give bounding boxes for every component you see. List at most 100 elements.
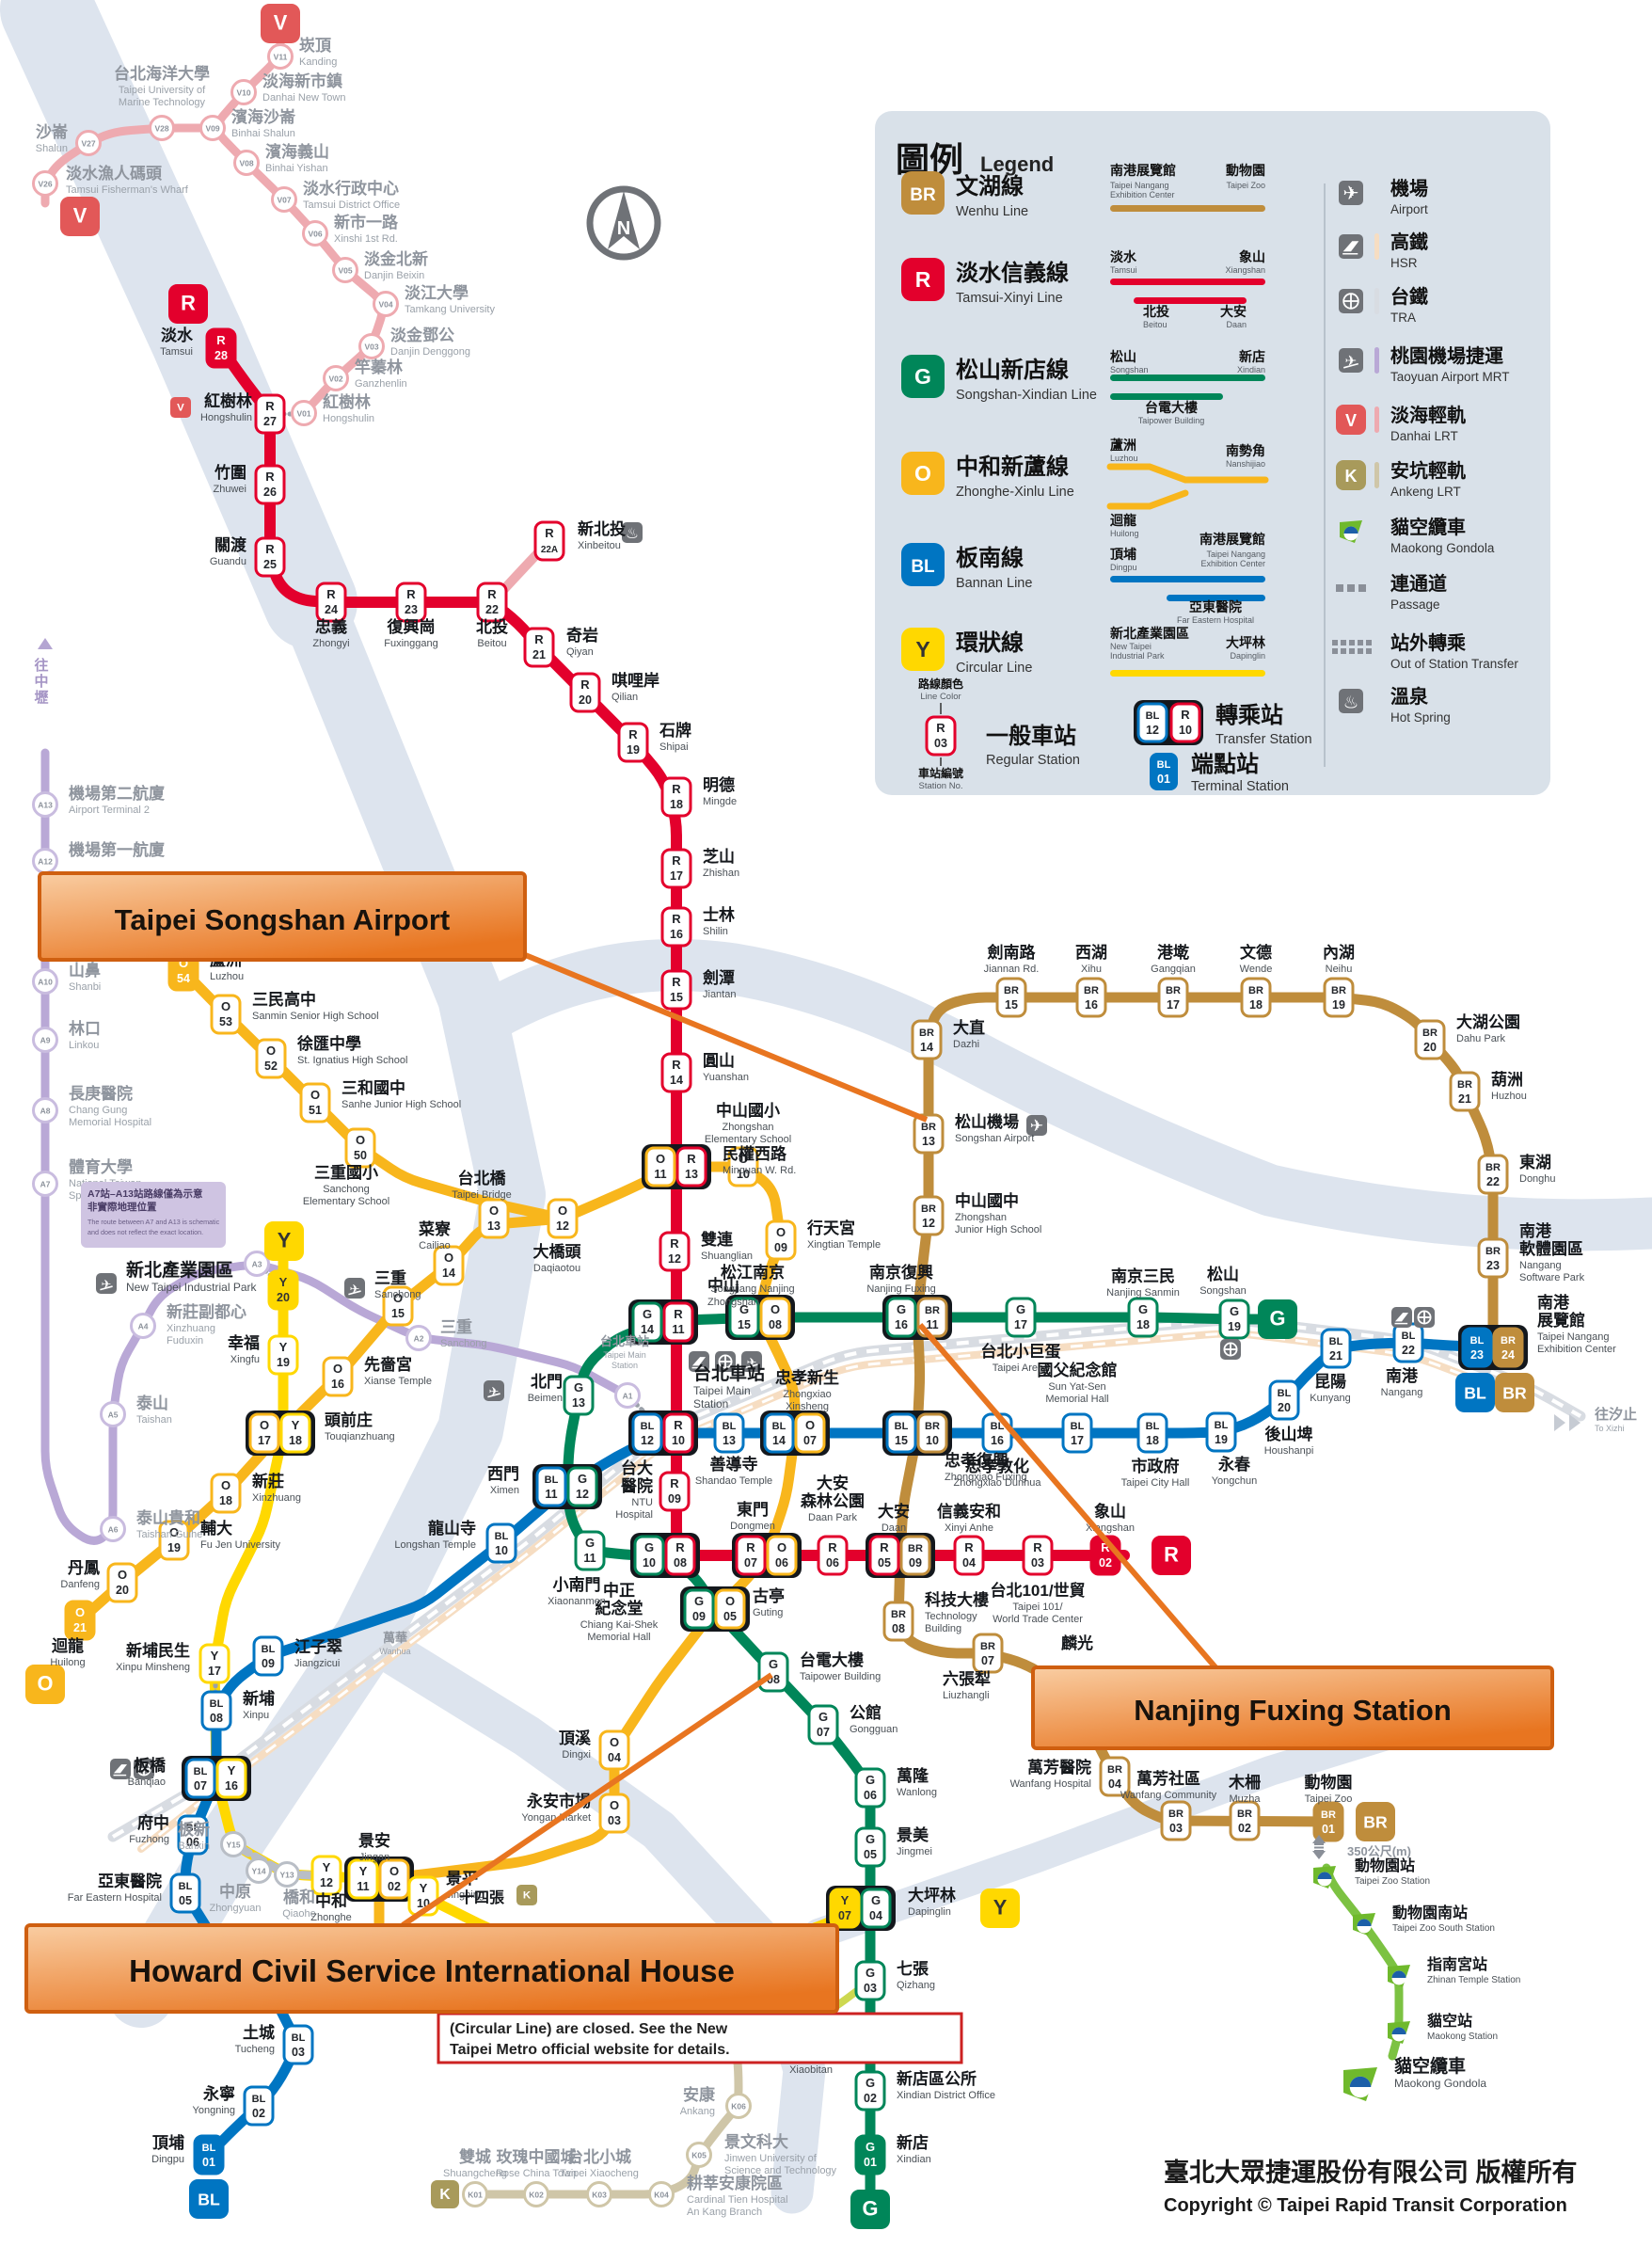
station-cell-BL05: [169, 1872, 201, 1914]
station-label-zh: 南港軟體園區: [1519, 1221, 1583, 1258]
station-cell-BR02: [1229, 1800, 1261, 1841]
station-G01: G01: [854, 2134, 886, 2175]
svg-text:G: G: [897, 1302, 906, 1316]
station-R25: R25: [254, 536, 286, 578]
svg-text:高鐵: 高鐵: [1390, 231, 1428, 253]
station-label-zh: 林口: [69, 1019, 101, 1038]
svg-text:06: 06: [826, 1556, 839, 1570]
svg-text:O: O: [266, 1044, 276, 1058]
gnd-icon: [1353, 1913, 1375, 1936]
station-cell-O17: [248, 1412, 280, 1454]
svg-text:07: 07: [803, 1434, 817, 1447]
station-V08: V08: [233, 150, 260, 176]
station-cell-R03: [1022, 1535, 1054, 1576]
legend-sample-label: Xiangshan: [1225, 265, 1265, 275]
svg-text:11: 11: [654, 1168, 666, 1181]
station-V01: V01: [291, 400, 317, 426]
svg-text:非實際地理位置: 非實際地理位置: [87, 1201, 157, 1213]
station-label-zh: 紅樹林: [204, 391, 252, 410]
svg-text:09: 09: [262, 1657, 275, 1670]
station-label-zh: 竿蓁林: [354, 358, 403, 376]
legend-sample-label: 象山: [1239, 249, 1265, 264]
station-label-en: Yuanshan: [703, 1072, 749, 1083]
station-label-en: Danfeng: [60, 1579, 100, 1590]
station-label-zh: 橋和: [283, 1888, 315, 1906]
station-label-en: Taipei Arena: [993, 1363, 1050, 1374]
svg-text:BR: BR: [1321, 1809, 1336, 1821]
station-cell-Y20: [267, 1269, 299, 1311]
svg-text:04: 04: [608, 1751, 621, 1764]
svg-text:01: 01: [202, 2156, 215, 2169]
station-label-en: Cailiao: [419, 1240, 451, 1251]
amrt-icon: ✈: [484, 1380, 504, 1401]
station-R14: R14: [660, 1052, 692, 1093]
svg-text:O: O: [725, 1594, 735, 1608]
station-label-en: Shuanglian: [701, 1251, 753, 1262]
station-cell-BL12: [631, 1412, 663, 1454]
svg-text:12: 12: [668, 1252, 681, 1266]
station-label-zh: 江子翠: [294, 1638, 342, 1656]
svg-text:R: R: [672, 912, 681, 926]
station-R21: R21: [523, 627, 555, 668]
station-V28: V28: [149, 115, 175, 141]
line-badge-K: K: [431, 2180, 459, 2208]
svg-text:Terminal Station: Terminal Station: [1191, 779, 1289, 794]
station-O20: O20: [106, 1562, 138, 1603]
svg-text:Ankeng LRT: Ankeng LRT: [1390, 485, 1461, 499]
station-label-en: Jingmei: [897, 1846, 932, 1857]
svg-text:20: 20: [1423, 1041, 1437, 1054]
station-label-zh: 大坪林: [908, 1886, 956, 1904]
station-label-zh: 竹圍: [214, 463, 246, 482]
station-label-zh: 中正紀念堂: [596, 1581, 643, 1618]
station-label-en: Fuzhong: [129, 1834, 169, 1845]
station-label-zh: 台電大樓: [800, 1650, 864, 1669]
svg-text:R: R: [687, 1152, 696, 1166]
svg-text:22: 22: [1402, 1344, 1415, 1357]
station-cell-R10: [662, 1412, 694, 1454]
svg-text:R: R: [216, 333, 226, 347]
svg-text:R: R: [880, 1540, 889, 1554]
station-label-zh: 台大醫院: [621, 1458, 653, 1495]
arrU-icon: [38, 638, 53, 649]
station-label-en: Yongning: [193, 2105, 235, 2116]
legend-sample-bar: [1110, 279, 1265, 285]
station-label-zh: 淡水漁人碼頭: [66, 164, 163, 183]
svg-text:K05: K05: [691, 2151, 707, 2160]
station-label-en: Rose China Town: [496, 2168, 577, 2179]
svg-text:BR: BR: [1363, 1813, 1388, 1832]
amrt-icon: ✈: [344, 1278, 365, 1299]
station-R20: R20: [569, 672, 601, 713]
line-badge-V: V: [170, 397, 191, 418]
station-label-en: Taishan Guihe: [136, 1529, 202, 1540]
svg-text:02: 02: [388, 1880, 401, 1893]
legend-sample-label: Huilong: [1110, 529, 1139, 538]
station-label-zh: 耕莘安康院區: [687, 2174, 783, 2192]
station-cell-R26: [254, 464, 286, 505]
copyright-zh: 臺北大眾捷運股份有限公司 版權所有: [1164, 2159, 1578, 2187]
svg-text:BR: BR: [925, 1305, 940, 1316]
station-label-zh: 濱海沙崙: [231, 107, 296, 126]
svg-text:V: V: [73, 204, 87, 228]
svg-text:R: R: [326, 587, 336, 601]
svg-text:Passage: Passage: [1390, 598, 1440, 612]
station-label-zh: 沙崙: [36, 122, 69, 141]
svg-text:O: O: [169, 1525, 179, 1539]
station-O15: O15: [382, 1285, 414, 1327]
station-cell-G13: [563, 1375, 595, 1416]
station-G03: G03: [854, 1960, 886, 2001]
station-label-en: Zhongshan: [707, 1297, 759, 1308]
svg-text:08: 08: [674, 1556, 687, 1570]
svg-text:A8: A8: [40, 1107, 51, 1116]
station-label-zh: 大直: [953, 1018, 985, 1037]
station-G02: G02: [854, 2070, 886, 2112]
hsr-icon: [1391, 1307, 1412, 1328]
svg-text:BL: BL: [1470, 1335, 1485, 1347]
svg-text:15: 15: [738, 1318, 751, 1331]
svg-text:R: R: [828, 1540, 837, 1554]
station-R26: R26: [254, 464, 286, 505]
